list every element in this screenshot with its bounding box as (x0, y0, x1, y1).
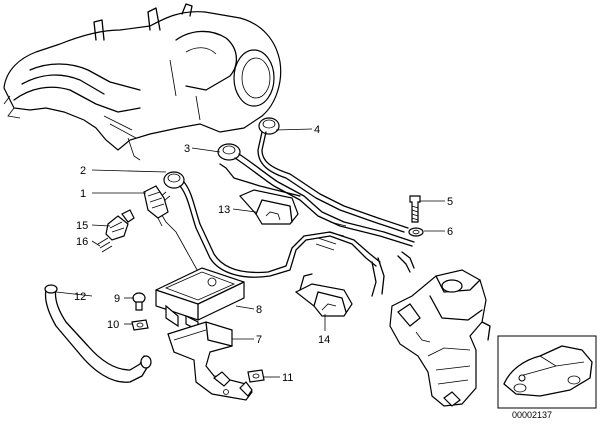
fitting-15 (105, 209, 135, 241)
vehicle-locator-inset (497, 335, 597, 409)
callout-16: 16 (76, 236, 88, 248)
callout-4: 4 (314, 124, 320, 136)
callout-12: 12 (74, 291, 86, 303)
reference-number: 00002137 (512, 410, 552, 420)
callout-1: 1 (80, 188, 86, 200)
bracket-14 (294, 273, 353, 317)
callout-7: 7 (256, 334, 262, 346)
callout-13: 13 (218, 204, 230, 216)
bracket-7 (167, 321, 253, 401)
sensor-cap-3 (217, 143, 241, 161)
callout-11: 11 (282, 372, 293, 384)
sensor-cap-2 (163, 171, 185, 189)
washer-6 (408, 227, 424, 237)
o-ring-16 (97, 237, 113, 253)
bolt-5 (409, 195, 421, 223)
nut-10 (131, 319, 149, 331)
callout-2: 2 (80, 165, 86, 177)
screw-9 (132, 292, 146, 311)
callout-14: 14 (318, 334, 330, 346)
callout-3: 3 (184, 143, 190, 155)
control-unit-8 (155, 267, 245, 331)
sensor-cap-4 (258, 117, 280, 135)
intake-manifold (3, 3, 282, 161)
callout-8: 8 (256, 304, 262, 316)
callout-9: 9 (114, 293, 120, 305)
bracket-13 (238, 189, 299, 225)
callout-10: 10 (107, 319, 119, 331)
callout-15: 15 (76, 220, 88, 232)
connector-plug-1 (143, 185, 169, 219)
callout-6: 6 (447, 226, 453, 238)
nut-11 (247, 369, 265, 383)
callouts: 1 2 3 4 5 6 7 8 9 10 11 12 13 14 15 16 (74, 124, 453, 384)
pump-assembly (389, 269, 491, 407)
callout-5: 5 (447, 196, 453, 208)
hose-12 (44, 284, 152, 383)
leader-lines (55, 128, 445, 378)
